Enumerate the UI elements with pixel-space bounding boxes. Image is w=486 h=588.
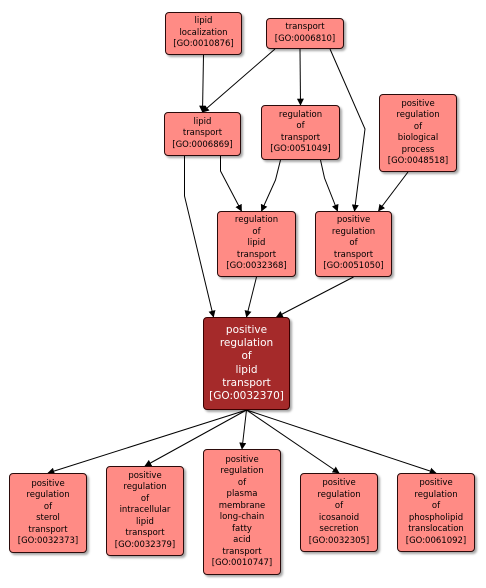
node-label-line: [GO:0010876] [173,39,234,50]
node-label-line: transport [182,128,223,139]
edge-positive-regulation-of-biological-process-to-positive-regulation-of-transport [378,171,409,212]
node-label-line: lipid [136,516,154,527]
edge-transport-to-lipid-transport [201,48,276,113]
edge-positive-regulation-of-lipid-transport-to-positive-regulation-of-icosanoid-secretion [246,409,340,474]
node-label-line: transport [125,528,165,539]
node-label-line: [GO:0032373] [17,536,79,546]
node-label-line: fatty [232,523,252,534]
node-label-line: icosanoid [318,512,360,523]
node-label-line: of [43,501,53,512]
node-label-line: phospholipid [408,512,464,523]
node-label-line: of [140,493,150,504]
edge-positive-regulation-of-lipid-transport-to-positive-regulation-of-intracellular-lipid-transport [144,409,247,467]
node-label-line: regulation [26,490,70,500]
node-label-line: positive [419,478,453,488]
node-label-line: of [413,121,423,132]
node-label-line: of [241,350,252,363]
node-label-line: of [334,501,344,511]
node-transport[interactable]: transport[GO:0006810] [266,18,344,49]
node-label-line: of [349,238,358,249]
node-label-line: biological [397,133,439,143]
node-label-line: [GO:0006869] [172,139,233,150]
edge-lipid-localization-to-lipid-transport [199,54,207,113]
edge-regulation-of-transport-to-regulation-of-lipid-transport [260,159,281,212]
node-label-line: process [401,144,435,155]
node-label-line: [GO:0051050] [323,261,384,272]
node-label-line: regulation [414,489,458,500]
node-label-line: regulation [278,109,323,120]
node-label-line: [GO:0006810] [274,33,336,44]
node-label-line: transport [280,132,321,143]
node-label-line: plasma [226,489,258,499]
node-label-line: transport [333,249,374,260]
edge-lipid-transport-to-positive-regulation-of-lipid-transport [184,156,216,318]
node-label-line: transport [285,22,325,32]
node-label-line: transport [222,376,271,389]
node-label-line: regulation [331,226,376,237]
node-label-line: positive [336,215,371,226]
node-label-line: of [431,501,441,511]
node-label-line: positive [225,454,259,465]
edge-transport-to-regulation-of-transport [296,48,304,106]
node-label-line: positive [128,470,162,481]
edge-regulation-of-transport-to-positive-regulation-of-transport [320,159,339,212]
node-label-line: of [296,121,305,131]
node-label-line: sterol [36,513,60,523]
node-label-line: [GO:0048518] [387,156,449,166]
node-label-line: [GO:0032370] [209,389,284,402]
node-label-line: transport [236,249,277,260]
node-label-line: positive [225,323,268,336]
node-label-line: [GO:0032305] [308,535,370,546]
edge-positive-regulation-of-lipid-transport-to-positive-regulation-of-phospholipid-translocation [246,409,437,475]
node-label-line: regulation [317,489,361,500]
node-label-line: [GO:0032379] [114,539,176,550]
node-label-line: [GO:0032368] [226,261,287,272]
node-label-line: positive [322,478,356,488]
node-label-line: lipid [235,363,258,376]
node-label-line: translocation [408,524,464,534]
edge-positive-regulation-of-lipid-transport-to-positive-regulation-of-plasma-membrane-long-chain-fatty-acid-transport [239,409,247,450]
node-label-line: long-chain [219,512,265,522]
edge-regulation-of-lipid-transport-to-positive-regulation-of-lipid-transport [244,276,257,318]
node-label-line: intracellular [119,505,171,516]
node-label-line: acid [233,535,251,545]
node-label-line: regulation [123,482,167,493]
edge-lipid-transport-to-regulation-of-lipid-transport [220,156,242,212]
node-label-line: lipid [247,238,266,249]
node-label-line: [GO:0061092] [405,535,467,546]
edge-transport-to-positive-regulation-of-transport [329,48,366,212]
node-label-line: regulation [396,110,440,120]
node-label-line: [GO:0010747] [211,558,273,568]
edge-positive-regulation-of-lipid-transport-to-positive-regulation-of-sterol-transport [47,409,247,475]
node-label-line: secretion [319,524,359,534]
node-label-line: lipid [194,16,213,27]
node-label-line: of [252,226,261,237]
node-label-line: of [237,477,247,488]
node-label-line: localization [179,27,228,38]
node-label-line: membrane [218,500,266,511]
node-label-line: transport [28,524,68,535]
edge-positive-regulation-of-transport-to-positive-regulation-of-lipid-transport [275,276,354,318]
node-label-line: [GO:0051049] [270,144,331,154]
node-label-line: transport [222,546,262,557]
node-label-line: positive [401,98,435,109]
node-label-line: regulation [219,337,274,350]
node-label-line: regulation [234,215,279,226]
node-label-line: lipid [193,116,212,127]
node-label-line: regulation [220,466,264,476]
node-label-line: positive [31,478,65,489]
